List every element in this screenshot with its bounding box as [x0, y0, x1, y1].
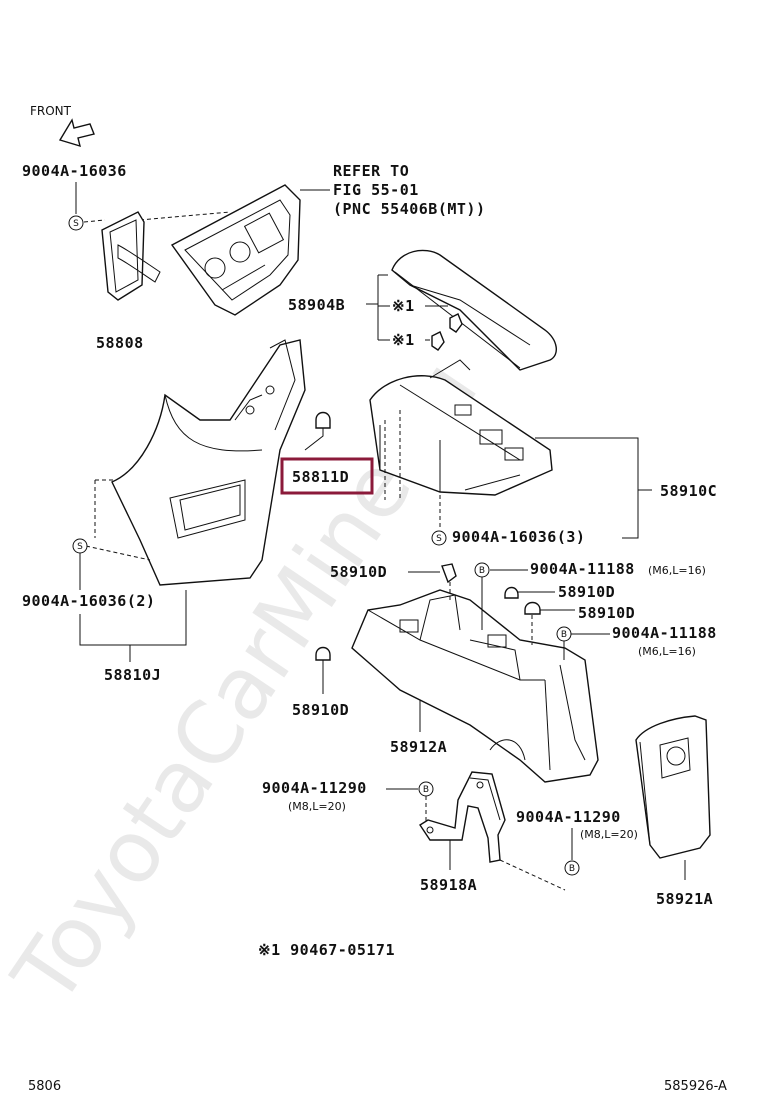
dashed-leaders-console — [384, 410, 441, 530]
spec-9004a-11290-b: (M8,L=20) — [580, 828, 638, 841]
highlight-box-58811d — [280, 457, 374, 495]
mark1-b: ※1 — [392, 331, 415, 349]
console-body-part — [351, 589, 599, 783]
label-9004a-11188-a: 9004A-11188 — [530, 560, 635, 578]
bracket-58810j — [79, 590, 187, 646]
bolt-b-symbol-b: B — [556, 626, 572, 642]
dashed-leader-bolt-d — [499, 859, 566, 891]
bolt-b-symbol-d: B — [564, 860, 580, 876]
dashed-leader-lower-left — [94, 479, 115, 538]
shift-bracket-part — [101, 211, 161, 301]
bolt-b-symbol-c: B — [418, 781, 434, 797]
label-58910d-a: 58910D — [330, 563, 387, 581]
label-58904b: 58904B — [288, 296, 345, 314]
clip-58910d-a-part — [441, 563, 457, 584]
footnote: ※1 90467-05171 — [258, 941, 395, 959]
clip-58910d-c-part — [524, 601, 541, 615]
bolt-b-symbol-a: B — [474, 562, 490, 578]
footer-left: 5806 — [28, 1079, 61, 1094]
svg-text:S: S — [73, 219, 79, 229]
spec-9004a-11290-a: (M8,L=20) — [288, 800, 346, 813]
clip-58910d-d-part — [315, 646, 331, 661]
svg-text:B: B — [423, 785, 429, 795]
mark1-a: ※1 — [392, 297, 415, 315]
front-label: FRONT — [30, 104, 72, 118]
bezel-panel-part — [170, 184, 301, 316]
refer-line3: (PNC 55406B(MT)) — [333, 200, 486, 218]
svg-text:B: B — [569, 864, 575, 874]
dashed-leader-bezel — [139, 211, 231, 221]
label-58912a: 58912A — [390, 738, 447, 756]
svg-text:S: S — [436, 534, 442, 544]
screw-s-symbol-top: S — [68, 215, 84, 231]
lower-panel-part — [111, 339, 306, 586]
refer-line1: REFER TO — [333, 162, 409, 180]
bracket-58904b — [366, 274, 390, 341]
refer-line2: FIG 55-01 — [333, 181, 419, 199]
dashed-leader-lower-s — [85, 545, 151, 561]
screw-s-symbol-console: S — [431, 530, 447, 546]
spec-9004a-11188-a: (M6,L=16) — [648, 564, 706, 577]
mount-bracket-part — [419, 771, 506, 863]
svg-text:B: B — [479, 566, 485, 576]
label-9004a-11290-b: 9004A-11290 — [516, 808, 621, 826]
label-9004a-16036-3: 9004A-16036(3) — [452, 528, 585, 546]
label-58921a: 58921A — [656, 890, 713, 908]
label-58910d-b: 58910D — [558, 583, 615, 601]
spec-9004a-11188-b: (M6,L=16) — [638, 645, 696, 658]
label-58811d: 58811D — [292, 468, 349, 486]
cap-58811d-part — [304, 411, 331, 451]
label-58910c: 58910C — [660, 482, 717, 500]
label-58810j: 58810J — [104, 666, 161, 684]
label-58910d-c: 58910D — [578, 604, 635, 622]
label-58910d-d: 58910D — [292, 701, 349, 719]
label-9004a-11290-a: 9004A-11290 — [262, 779, 367, 797]
front-arrow-icon — [58, 118, 95, 148]
leader-mark1 — [425, 305, 448, 341]
clip-58910d-b-part — [504, 586, 519, 599]
dashed-leader-s-top — [83, 219, 106, 223]
footer-right: 585926-A — [664, 1079, 727, 1094]
screw-s-symbol-lower: S — [72, 538, 88, 554]
svg-text:S: S — [77, 542, 83, 552]
side-trim-part — [635, 715, 711, 859]
label-9004a-11188-b: 9004A-11188 — [612, 624, 717, 642]
label-58808: 58808 — [96, 334, 144, 352]
console-box-part — [369, 359, 553, 496]
bracket-58910c — [535, 437, 639, 539]
clip-pair-part — [431, 313, 463, 351]
label-58918a: 58918A — [420, 876, 477, 894]
svg-text:B: B — [561, 630, 567, 640]
label-9004a-16036-top: 9004A-16036 — [22, 162, 127, 180]
label-9004a-16036-2: 9004A-16036(2) — [22, 592, 155, 610]
